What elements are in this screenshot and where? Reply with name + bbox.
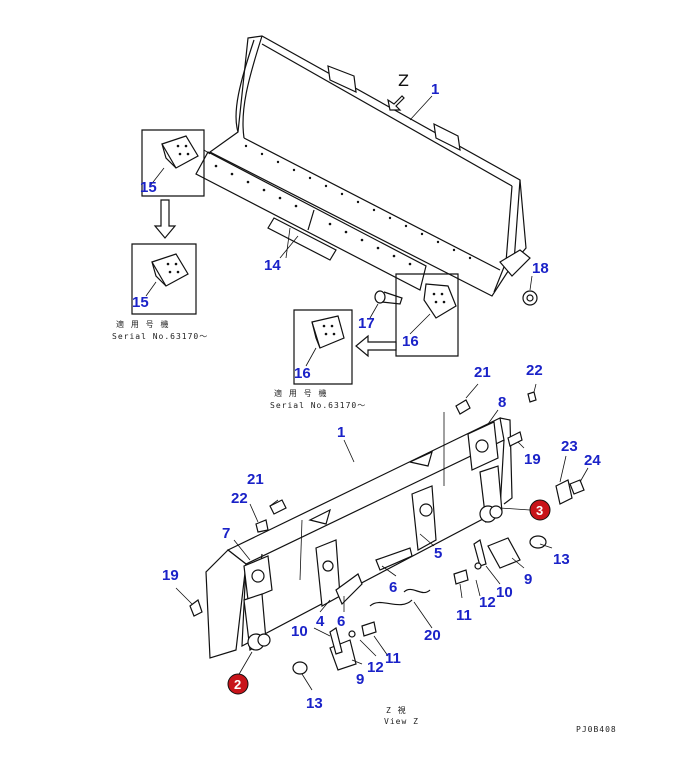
blade-rear-view [189, 391, 585, 675]
marker-3: 3 [529, 499, 551, 521]
serial-note-en-a: Serial No.63170～ [112, 332, 208, 341]
callout-labels: 1 14 15 15 16 16 17 18 1 21 22 8 19 23 2… [132, 81, 601, 712]
callout-13-a: 13 [553, 551, 570, 568]
callout-12-b: 12 [367, 659, 384, 676]
callout-21-a: 21 [474, 364, 491, 381]
cutting-edge-14 [195, 151, 427, 291]
callout-1-top: 1 [431, 81, 439, 98]
serial-note-jp-a: 適 用 号 機 [116, 319, 169, 329]
callout-19-b: 19 [162, 567, 179, 584]
callout-11-a: 11 [456, 607, 472, 624]
callout-20: 20 [424, 627, 441, 644]
drawing-code: PJ0B408 [576, 725, 617, 734]
callout-16-a: 16 [402, 333, 419, 350]
callout-14: 14 [264, 257, 281, 274]
detail-box-16b [293, 309, 353, 385]
callout-8: 8 [498, 394, 506, 411]
detail-box-16a [395, 273, 459, 357]
marker-3-label: 3 [536, 503, 543, 518]
bolt-holes [244, 144, 472, 260]
serial-note-jp-b: 適 用 号 機 [274, 388, 327, 398]
arrow-down-15 [153, 199, 177, 239]
callout-19-a: 19 [524, 451, 541, 468]
callout-1-bottom: 1 [337, 424, 345, 441]
callout-6-a: 6 [389, 579, 397, 596]
leader-lines-bottom [175, 383, 589, 691]
callout-23: 23 [561, 438, 578, 455]
callout-12-a: 12 [479, 594, 496, 611]
view-z-arrow: Z [387, 71, 409, 111]
blade-top [208, 35, 538, 306]
marker-2: 2 [227, 673, 249, 695]
leader-lines-top [145, 95, 533, 367]
bolt-17 [374, 290, 403, 305]
callout-4: 4 [316, 613, 325, 630]
callout-24: 24 [584, 452, 601, 469]
detail-box-15b [131, 243, 197, 315]
callout-15-b: 15 [132, 294, 149, 311]
end-bit-16 [423, 283, 457, 319]
serial-note-en-b: Serial No.63170～ [270, 401, 366, 410]
callout-9-a: 9 [524, 571, 532, 588]
callout-10-a: 10 [496, 584, 513, 601]
callout-22-a: 22 [526, 362, 543, 379]
callout-7: 7 [222, 525, 230, 542]
callout-18: 18 [532, 260, 549, 277]
view-letter: Z [398, 71, 409, 90]
callout-9-b: 9 [356, 671, 364, 688]
callout-5: 5 [434, 545, 442, 562]
callout-10-b: 10 [291, 623, 308, 640]
view-caption-jp: Z 視 [386, 706, 407, 715]
callout-11-b: 11 [385, 650, 401, 667]
callout-16-b: 16 [294, 365, 311, 382]
marker-2-label: 2 [234, 677, 241, 692]
notes: 適 用 号 機 Serial No.63170～ 適 用 号 機 Serial … [112, 319, 617, 734]
callout-15-a: 15 [140, 179, 157, 196]
callout-13-b: 13 [306, 695, 323, 712]
callout-21-b: 21 [247, 471, 264, 488]
callout-22-b: 22 [231, 490, 248, 507]
callout-6-b: 6 [337, 613, 345, 630]
arrow-left-16 [355, 334, 397, 358]
view-caption-en: View Z [384, 717, 419, 726]
callout-17: 17 [358, 315, 375, 332]
detail-box-15a [141, 129, 211, 197]
